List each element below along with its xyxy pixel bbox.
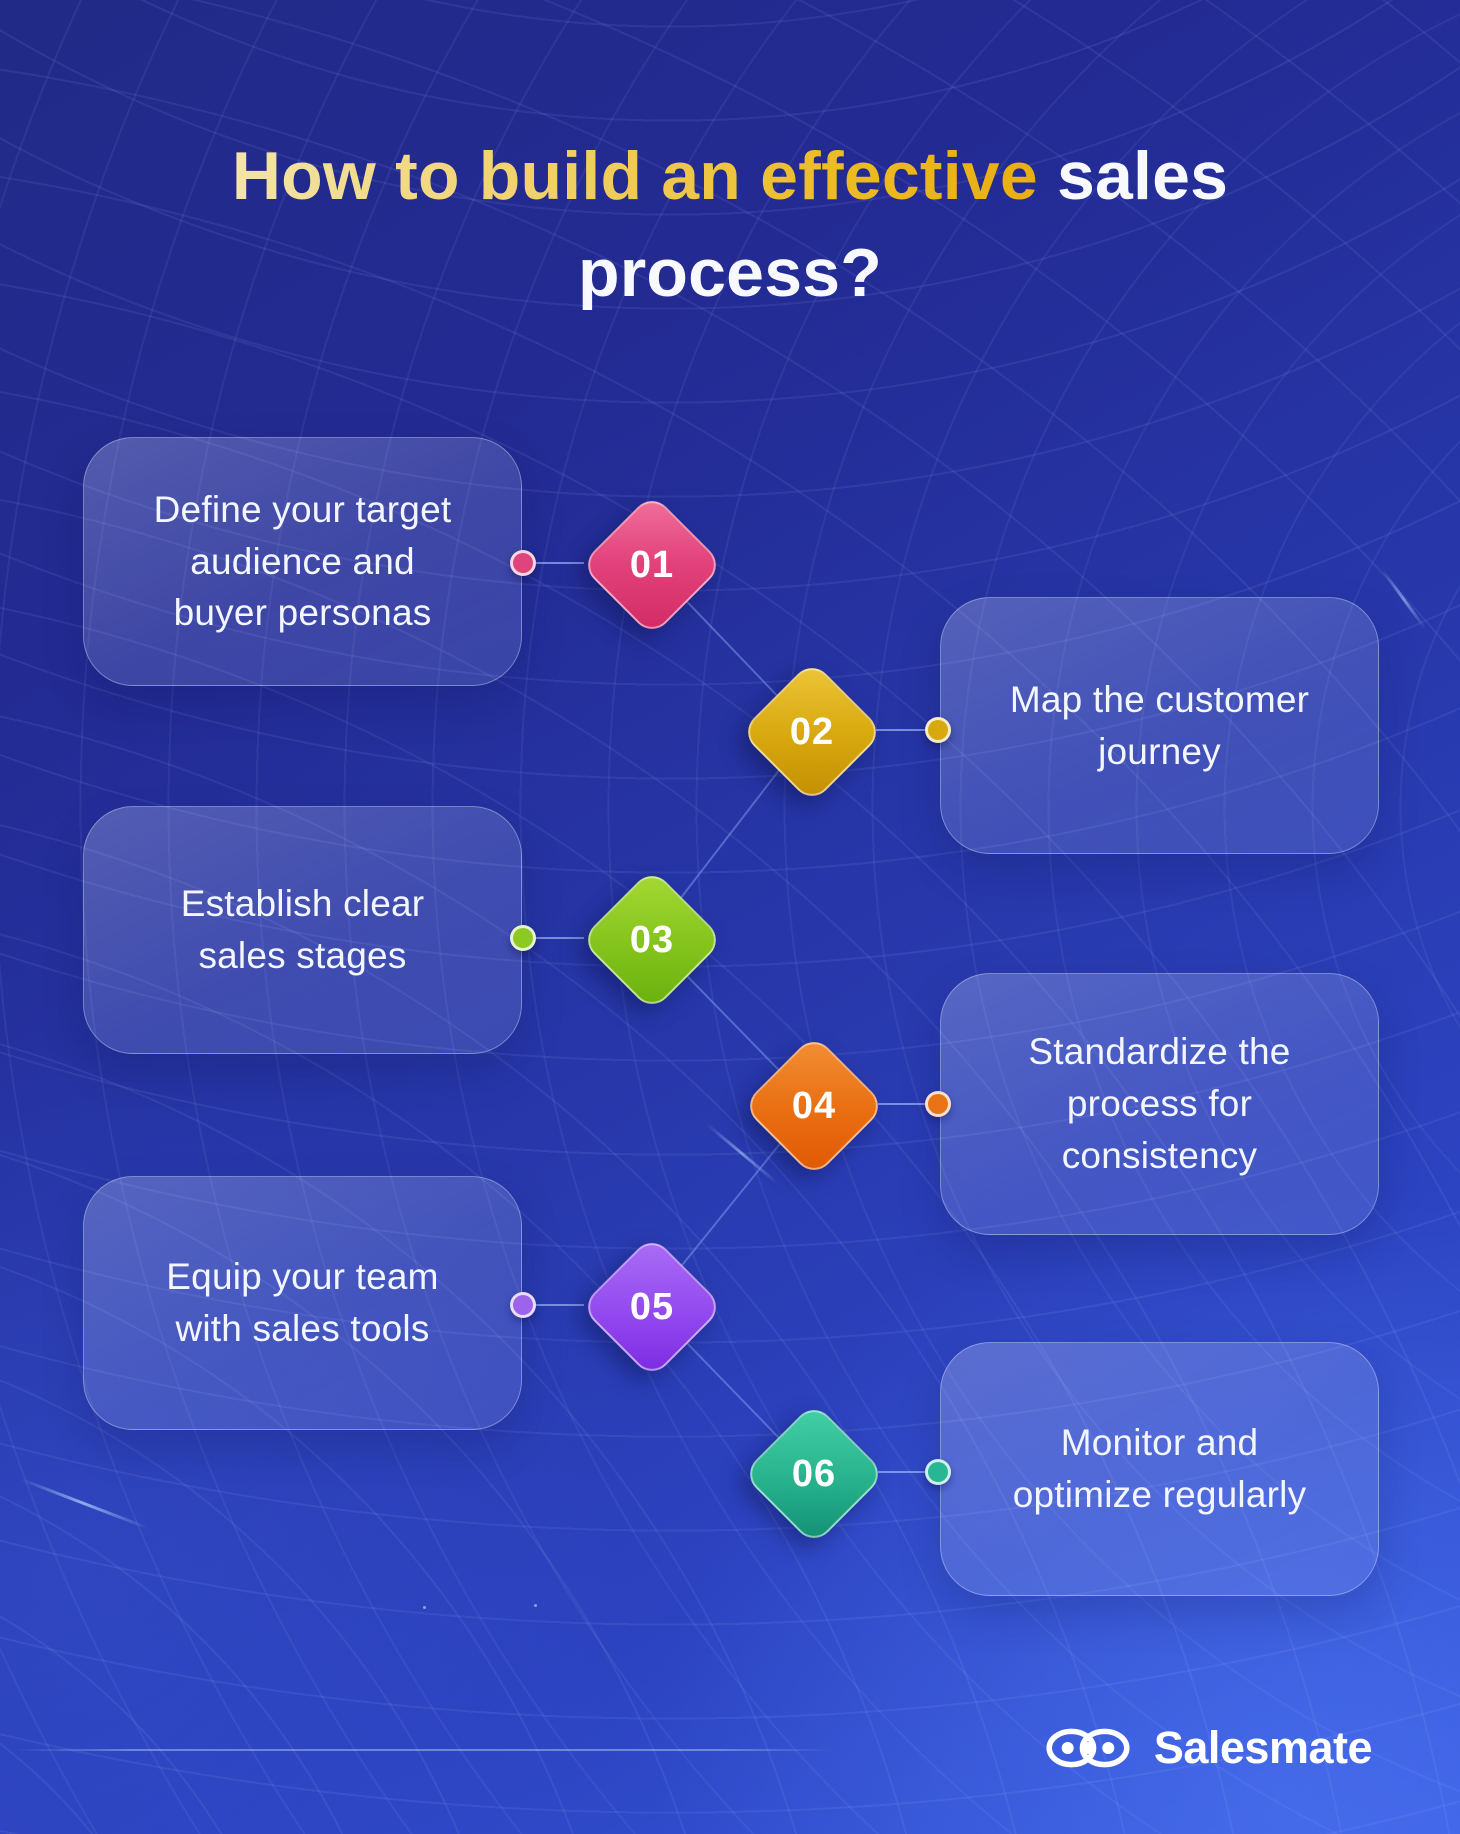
step-2-label-line: Map the customer (1009, 678, 1310, 720)
title-line-1: How to build an effective sales (232, 138, 1228, 214)
step-5-label-line: Equip your team (166, 1256, 439, 1298)
step-4-connector-dot (925, 1091, 951, 1117)
step-6-number: 06 (791, 1452, 837, 1495)
page-title: How to build an effective sales process? (0, 128, 1460, 324)
step-4-card: Standardize the process for consistency (940, 973, 1379, 1235)
chain-links-icon (1046, 1728, 1130, 1768)
step-5-connector-dot (510, 1292, 536, 1318)
brand-name: Salesmate (1153, 1722, 1373, 1773)
step-2-label-line: journey (1098, 730, 1221, 772)
step-4-label-line: Standardize the (1028, 1031, 1291, 1073)
step-2-number: 02 (789, 710, 835, 753)
step-2-card: Map the customer journey (940, 597, 1379, 854)
step-2-connector-dot (925, 717, 951, 743)
step-4-label-line: consistency (1061, 1134, 1258, 1176)
step-6-label-line: Monitor and (1060, 1422, 1259, 1464)
step-1-number: 01 (629, 543, 675, 586)
step-5-number: 05 (629, 1285, 675, 1328)
title-white-part: sales (1056, 137, 1229, 214)
title-line-2: process? (578, 235, 882, 312)
step-3-number: 03 (629, 918, 675, 961)
step-6-card: Monitor and optimize regularly (940, 1342, 1379, 1596)
step-3-label-line: Establish clear (180, 883, 425, 925)
step-6-label-line: optimize regularly (1012, 1474, 1307, 1515)
step-1-label-line: Define your target (153, 488, 452, 530)
brand-logo: Salesmate (1040, 1722, 1373, 1774)
step-3-connector-dot (510, 925, 536, 951)
step-1-label-line: audience and (190, 540, 415, 582)
background-speck (423, 1606, 426, 1609)
step-1-label-line: buyer personas (173, 592, 432, 634)
step-3-card: Establish clear sales stages (83, 806, 522, 1054)
footer-divider-line (16, 1749, 832, 1751)
step-1-connector-dot (510, 550, 536, 576)
step-4-number: 04 (791, 1084, 837, 1127)
step-6-connector-dot (925, 1459, 951, 1485)
step-5-label-line: with sales tools (175, 1308, 430, 1349)
step-4-label-line: process for (1066, 1083, 1253, 1125)
title-highlight: How to build an effective (231, 137, 1038, 214)
step-1-card: Define your target audience and buyer pe… (83, 437, 522, 686)
step-5-card: Equip your team with sales tools (83, 1176, 522, 1430)
step-3-label-line: sales stages (198, 935, 407, 976)
background-speck (534, 1604, 537, 1607)
